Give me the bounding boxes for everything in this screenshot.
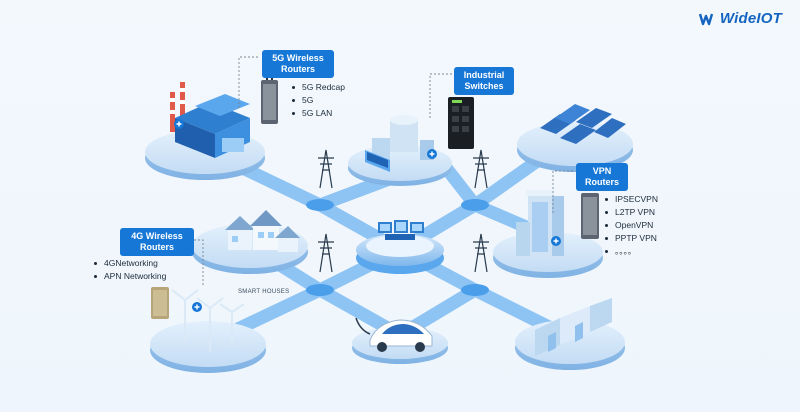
callout-5g-title-line2: Routers [280,64,315,74]
smart-houses-caption: SMART HOUSES [238,289,290,295]
vpn-feature-list: IPSECVPN L2TP VPN OpenVPN PPTP VPN 。。。。 [605,193,658,258]
brand-name: WideIOT [719,10,782,27]
list-item: APN Networking [94,270,166,283]
callout-4g-wireless-routers: 4G Wireless Routers [120,228,194,256]
plus-badges [174,119,561,312]
smart-houses-illustration [225,210,300,252]
list-item: L2TP VPN [605,206,658,219]
callout-industrial-title-line1: Industrial [463,70,505,80]
list-item: 4GNetworking [94,257,166,270]
device-5g-router-icon [261,70,278,124]
list-item: 。。。。 [605,245,658,258]
list-item: PPTP VPN [605,232,658,245]
callout-vpn-routers: VPN Routers [576,163,628,191]
device-4g-router-icon [151,287,169,319]
device-vpn-router-icon [581,193,599,239]
device-industrial-switch-icon [448,97,474,149]
office-tower-illustration [516,190,564,256]
wideiot-logo-icon [698,13,714,25]
list-item: 5G Redcap [292,81,345,94]
platform-wind [150,321,266,373]
factory-illustration [170,82,250,158]
callout-vpn-title-line2: Routers [584,177,619,187]
wind-turbines-illustration [171,289,245,352]
callout-industrial-switches: Industrial Switches [454,67,514,95]
brand-logo: WideIOT [698,10,782,27]
list-item: 5G LAN [292,107,345,120]
4g-feature-list: 4GNetworking APN Networking [94,257,166,283]
list-item: IPSECVPN [605,193,658,206]
callout-vpn-title-line1: VPN [592,166,612,176]
junction-nodes [306,199,489,296]
list-item: 5G [292,94,345,107]
central-hub [356,220,444,274]
callout-4g-title-line1: 4G Wireless [131,231,183,241]
transmission-towers [318,149,489,273]
callout-5g-title-line1: 5G Wireless [272,53,324,63]
callout-5g-wireless-routers: 5G Wireless Routers [262,50,334,78]
electric-car-illustration [355,317,433,352]
leader-lines [183,56,575,285]
hydro-dam-illustration [535,298,612,356]
callout-industrial-title-line2: Switches [464,81,504,91]
list-item: OpenVPN [605,219,658,232]
callout-4g-title-line2: Routers [139,242,174,252]
solar-farm-illustration [540,104,626,144]
5g-feature-list: 5G Redcap 5G 5G LAN [292,81,345,120]
plant-illustration [365,115,434,172]
